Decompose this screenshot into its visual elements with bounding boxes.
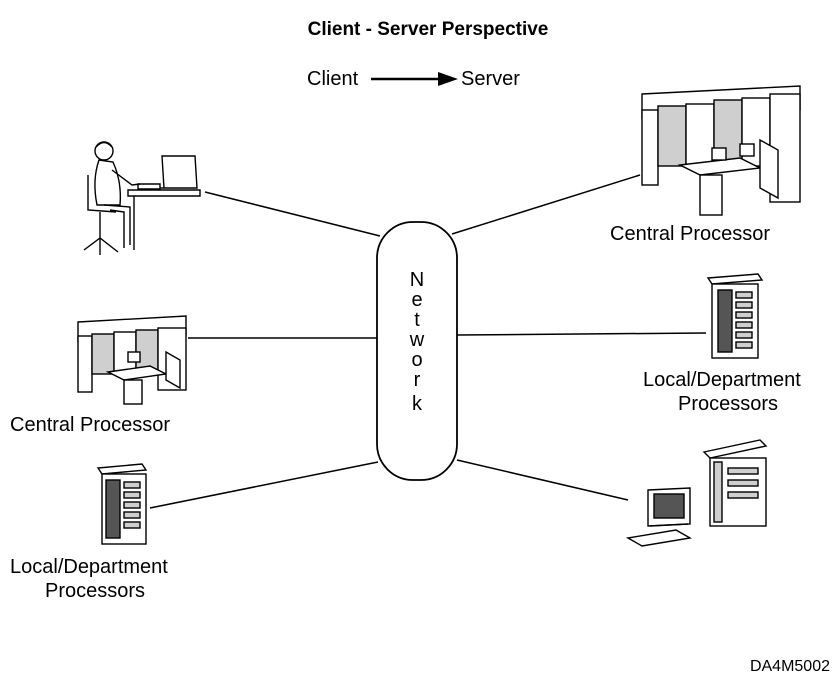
local-dept-right-label-line1: Local/Department	[643, 369, 801, 391]
figure-id: DA4M5002	[750, 658, 830, 675]
line-local-dept-left	[149, 461, 379, 509]
network-letter: N	[410, 269, 424, 291]
network-capsule	[376, 221, 458, 481]
network-letter: o	[411, 349, 422, 371]
network-letter: w	[409, 329, 425, 351]
central-processor-left-icon	[77, 315, 187, 405]
line-central-processor-right	[451, 174, 641, 235]
local-dept-processor-right-icon	[706, 273, 764, 359]
legend: Client Server	[307, 68, 520, 90]
local-dept-right-label-line2: Processors	[678, 393, 778, 415]
line-local-dept-right	[456, 332, 707, 336]
network-letter: r	[414, 369, 421, 391]
legend-arrow-head	[438, 72, 458, 86]
central-processor-right-label: Central Processor	[610, 223, 770, 245]
line-client-workstation	[204, 191, 381, 237]
network-letter: t	[414, 309, 420, 331]
local-dept-left-label-line1: Local/Department	[10, 556, 168, 578]
local-dept-processor-left-icon	[96, 463, 148, 545]
local-dept-left-label-line2: Processors	[45, 580, 145, 602]
legend-server-label: Server	[461, 68, 520, 90]
network-letter: k	[412, 393, 423, 415]
workstation-with-server-icon	[625, 439, 768, 547]
network-node: N e t w o r k	[376, 221, 458, 481]
diagram-title: Client - Server Perspective	[308, 19, 549, 40]
central-processor-left-label: Central Processor	[10, 414, 170, 436]
network-letter: e	[411, 289, 422, 311]
line-workstation-server-right	[456, 459, 629, 501]
connection-lines	[149, 174, 707, 509]
central-processor-right-icon	[641, 85, 801, 216]
client-person-at-desk-icon	[83, 141, 201, 255]
legend-client-label: Client	[307, 68, 359, 90]
